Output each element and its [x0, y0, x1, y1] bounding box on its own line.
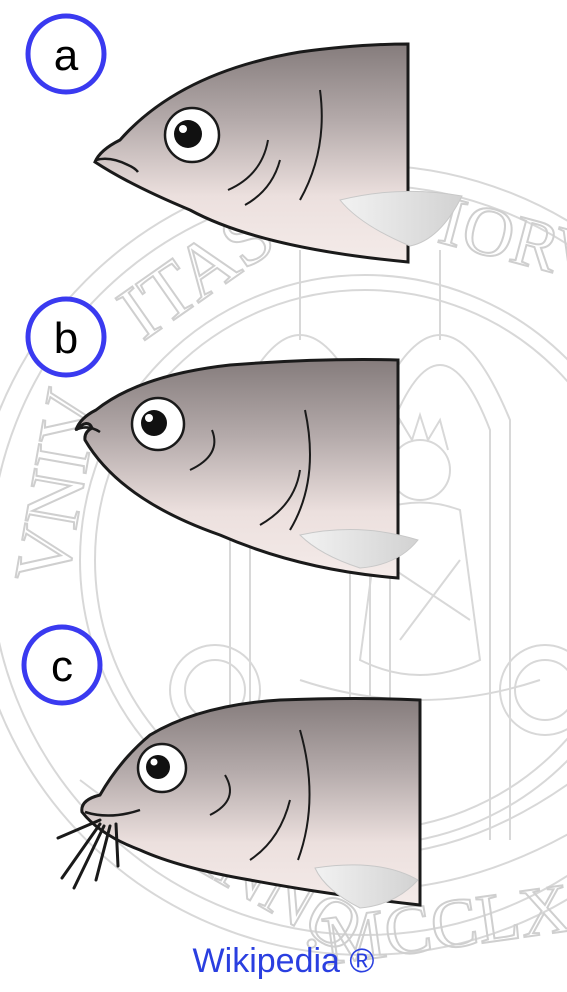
panel-c: c [24, 627, 420, 908]
barbels [58, 820, 118, 888]
fish-head-c [58, 699, 420, 909]
label-b-badge: b [28, 299, 104, 375]
eye-icon [165, 108, 219, 162]
eye-icon [138, 744, 186, 792]
label-a-text: a [54, 31, 79, 80]
label-a-badge: a [28, 16, 104, 92]
eye-icon [132, 398, 184, 450]
panel-a: a [28, 16, 462, 262]
label-c-badge: c [24, 627, 100, 703]
wikipedia-credit: Wikipedia ® [0, 942, 567, 981]
label-b-text: b [54, 314, 78, 363]
label-c-text: c [51, 642, 73, 691]
fish-head-b [75, 360, 418, 578]
